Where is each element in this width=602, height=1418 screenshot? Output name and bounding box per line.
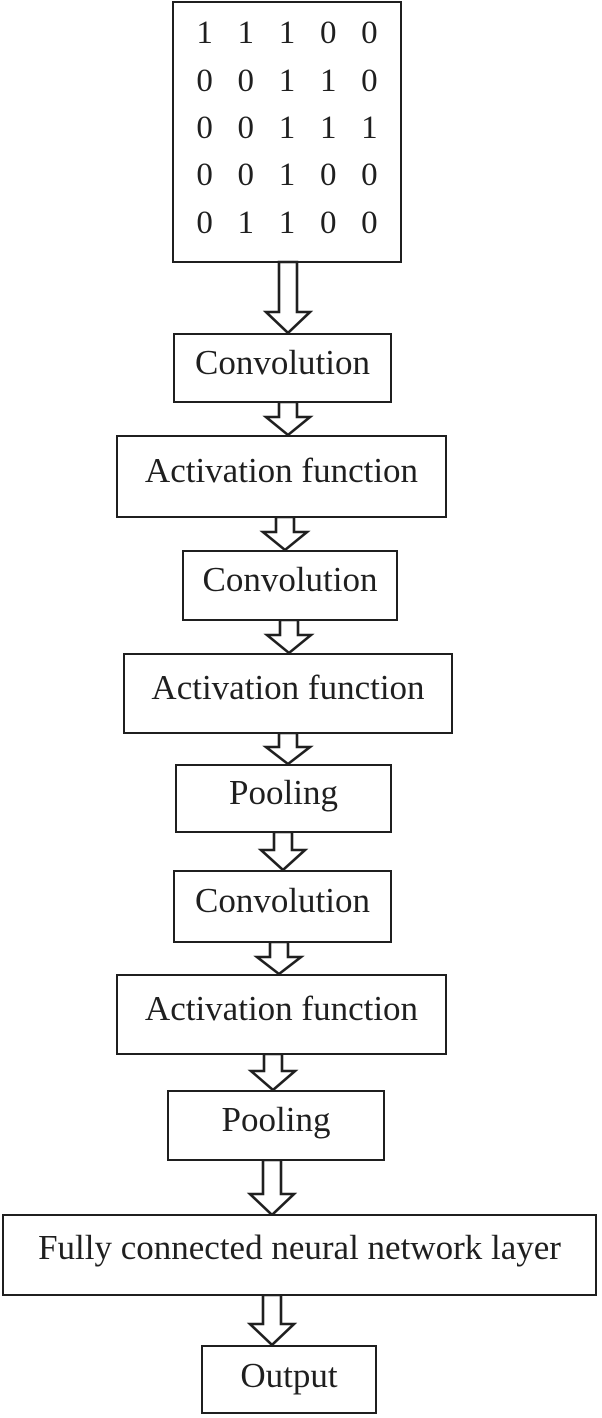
matrix-cell: 0 (361, 15, 378, 52)
node-convolution-1: Convolution (173, 333, 392, 403)
matrix-cell: 0 (196, 157, 213, 194)
matrix-cell: 1 (278, 62, 296, 99)
matrix-cell: 0 (319, 157, 337, 194)
matrix-cell: 0 (361, 204, 378, 241)
matrix-cell: 1 (237, 15, 255, 52)
matrix-cell: 0 (237, 157, 255, 194)
matrix-cell: 0 (361, 62, 378, 99)
node-activation-function-1: Activation function (116, 435, 447, 518)
down-arrow-icon (246, 1293, 298, 1347)
down-arrow-icon (262, 731, 314, 766)
matrix-cell: 0 (196, 62, 213, 99)
node-activation-function-2: Activation function (123, 653, 453, 734)
matrix-cell: 0 (196, 204, 213, 241)
matrix-cell: 1 (319, 62, 337, 99)
matrix-cell: 0 (319, 204, 337, 241)
down-arrow-icon (253, 940, 305, 976)
node-convolution-2: Convolution (182, 550, 398, 621)
down-arrow-icon (246, 1158, 298, 1217)
down-arrow-icon (262, 260, 314, 335)
matrix-cell: 1 (278, 109, 296, 146)
matrix-cell: 1 (361, 109, 378, 146)
down-arrow-icon (262, 400, 314, 437)
node-output: Output (201, 1345, 377, 1414)
node-pooling-2: Pooling (167, 1090, 385, 1161)
matrix-cell: 0 (237, 62, 255, 99)
matrix-cell: 1 (278, 15, 296, 52)
node-convolution-3: Convolution (173, 870, 392, 943)
down-arrow-icon (247, 1052, 299, 1092)
matrix-cell: 1 (278, 204, 296, 241)
down-arrow-icon (259, 515, 311, 552)
matrix-cell: 1 (237, 204, 255, 241)
matrix-cell: 1 (196, 15, 213, 52)
node-activation-function-3: Activation function (116, 974, 447, 1055)
matrix-cell: 0 (196, 109, 213, 146)
matrix-cell: 0 (319, 15, 337, 52)
matrix-cell: 0 (237, 109, 255, 146)
down-arrow-icon (263, 618, 315, 655)
matrix-cell: 0 (361, 157, 378, 194)
matrix-cell: 1 (319, 109, 337, 146)
node-fully-connected-layer: Fully connected neural network layer (2, 1214, 597, 1296)
node-pooling-1: Pooling (175, 764, 392, 833)
matrix-cell: 1 (278, 157, 296, 194)
down-arrow-icon (257, 830, 309, 872)
